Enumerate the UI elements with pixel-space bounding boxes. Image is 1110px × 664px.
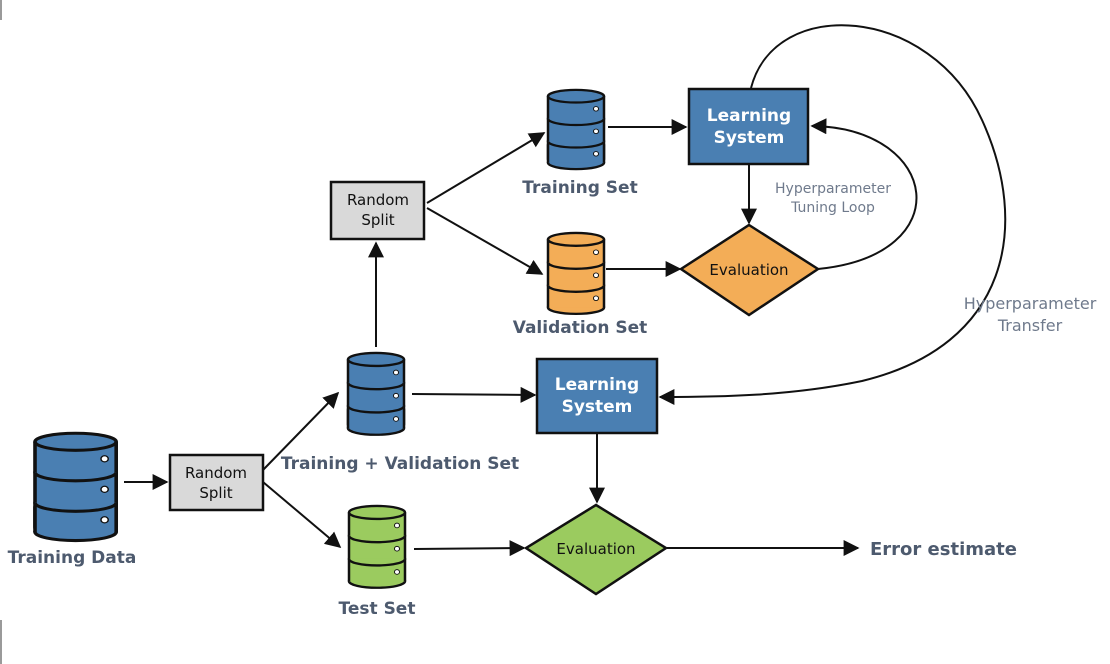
database-icon	[546, 231, 606, 316]
training-set-node: Training Set	[522, 88, 638, 198]
edge-split-to-validation-set	[426, 207, 544, 275]
tuning-loop-line1: Hyperparameter	[775, 181, 891, 197]
learning-system-bottom-line2: System	[562, 397, 633, 417]
evaluation-top-node: Evaluation	[678, 223, 821, 317]
random-split-top-line1: Random	[347, 191, 409, 209]
transfer-line1: Hyperparameter	[964, 294, 1097, 313]
random-split-bottom-node: Random Split	[168, 453, 265, 512]
transfer-line2: Transfer	[997, 316, 1063, 335]
edge-test-to-eval	[413, 540, 526, 557]
database-icon	[33, 431, 119, 543]
learning-system-top-line2: System	[714, 128, 785, 148]
random-split-top-node: Random Split	[329, 180, 426, 241]
connectors	[124, 24, 1007, 557]
edge-tuning-loop	[810, 118, 918, 270]
random-split-bottom-line1: Random	[185, 464, 247, 482]
error-estimate-label: Error estimate	[870, 539, 1017, 560]
random-split-bottom-line2: Split	[199, 484, 232, 502]
training-set-label: Training Set	[522, 178, 637, 198]
edge-hyperparameter-transfer	[658, 24, 1007, 405]
random-split-top-line2: Split	[361, 211, 394, 229]
database-icon	[347, 504, 407, 590]
edge-split-to-test	[262, 481, 342, 549]
tuning-loop-line2: Tuning Loop	[790, 200, 875, 216]
left-edge-bar-bottom	[0, 620, 2, 664]
train-val-set-node: Training + Validation Set	[281, 351, 519, 474]
validation-set-label: Validation Set	[513, 318, 648, 338]
test-set-label: Test Set	[339, 599, 416, 619]
training-data-label: Training Data	[8, 548, 137, 568]
learning-system-bottom-node: Learning System	[535, 357, 659, 435]
edge-split-to-training-set	[426, 132, 546, 204]
evaluation-bottom-label: Evaluation	[556, 540, 635, 558]
learning-system-bottom-line1: Learning	[555, 375, 639, 395]
training-data-node: Training Data	[8, 431, 137, 568]
evaluation-top-label: Evaluation	[709, 261, 788, 279]
test-set-node: Test Set	[339, 504, 416, 619]
learning-system-top-node: Learning System	[687, 87, 810, 166]
validation-set-node: Validation Set	[513, 231, 648, 338]
database-icon	[346, 351, 406, 437]
edge-trainval-to-learner	[411, 386, 537, 403]
train-val-set-label: Training + Validation Set	[281, 454, 519, 474]
database-icon	[546, 88, 606, 171]
left-edge-bar-top	[0, 0, 2, 20]
evaluation-bottom-node: Evaluation	[523, 503, 669, 596]
learning-system-top-line1: Learning	[707, 106, 791, 126]
edge-split-to-trainval	[262, 391, 340, 471]
